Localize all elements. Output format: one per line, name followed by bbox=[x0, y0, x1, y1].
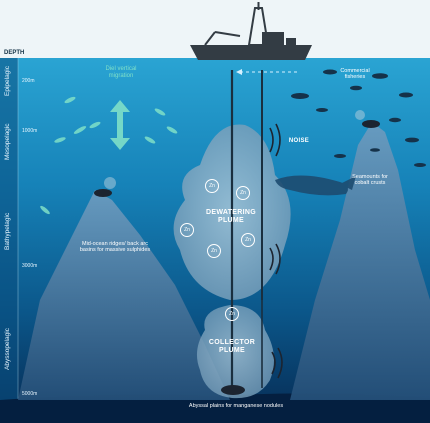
depth-200m: 200m bbox=[22, 78, 35, 84]
depth-3000m: 3000m bbox=[22, 263, 37, 269]
depth-heading: DEPTH bbox=[4, 50, 24, 57]
dewatering-plume-label: DEWATERING PLUME bbox=[196, 209, 266, 225]
zone-bathypelagic: Bathypelagic bbox=[4, 213, 11, 250]
zn-bubble: Zn bbox=[236, 186, 250, 200]
noise-label: NOISE bbox=[282, 138, 316, 145]
zn-bubble: Zn bbox=[225, 307, 239, 321]
commercial-fisheries-label: Commercial fisheries bbox=[330, 68, 380, 81]
collector-plume-label: COLLECTOR PLUME bbox=[200, 339, 264, 355]
zn-bubble: Zn bbox=[207, 244, 221, 258]
zn-bubble: Zn bbox=[180, 223, 194, 237]
zone-epipelagic: Epipelagic bbox=[4, 66, 11, 96]
depth-5000m: 5000m bbox=[22, 391, 37, 397]
zone-mesopelagic: Mesopelagic bbox=[4, 124, 11, 161]
mid-ocean-label: Mid-ocean ridges/ back arc basins for ma… bbox=[78, 241, 152, 254]
zn-bubble: Zn bbox=[241, 233, 255, 247]
zone-abyssopelagic: Abyssopelagic bbox=[4, 328, 11, 370]
abyssal-plains-label: Abyssal plains for manganese nodules bbox=[186, 403, 286, 409]
zn-bubble: Zn bbox=[205, 179, 219, 193]
seamounts-label: Seamounts for cobalt crusts bbox=[348, 174, 392, 187]
vertical-migration-label: Diel vertical migration bbox=[96, 66, 146, 80]
depth-1000m: 1000m bbox=[22, 128, 37, 134]
